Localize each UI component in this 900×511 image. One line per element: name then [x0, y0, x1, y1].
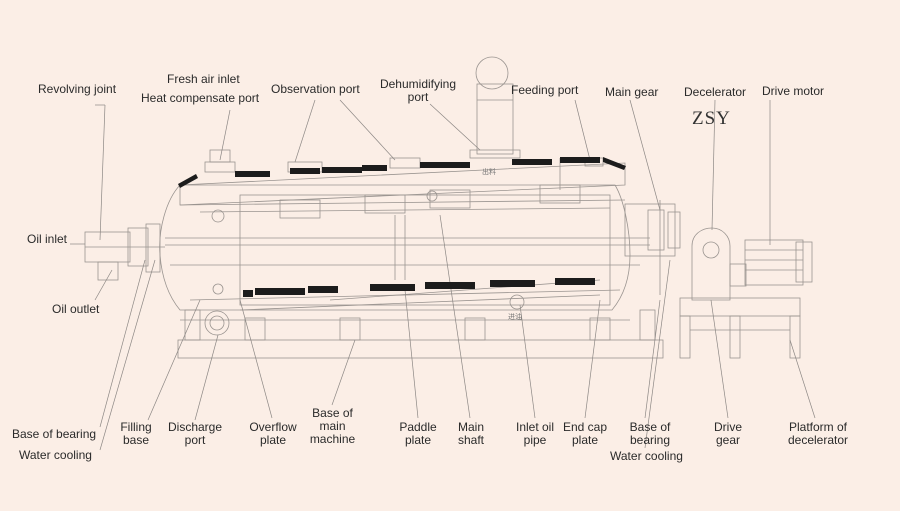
- stamp-bottom: 进油: [508, 313, 522, 321]
- label-paddle-plate: Paddle plate: [399, 420, 437, 447]
- label-water-cooling-right: Water cooling: [610, 449, 683, 463]
- main-body: [159, 162, 650, 336]
- label-main-shaft: Main shaft: [457, 420, 484, 447]
- label-observation-port: Observation port: [271, 82, 360, 96]
- label-end-cap-plate: End cap plate: [562, 420, 608, 447]
- leader-lines: [70, 99, 816, 451]
- label-base-of-main-machine: Base of main machine: [309, 406, 356, 446]
- label-feeding-port: Feeding port: [511, 83, 579, 97]
- top-ports: [204, 149, 604, 190]
- label-platform-of-decelerator: Platform of decelerator: [787, 420, 849, 447]
- paddle-strips: [178, 157, 626, 297]
- left-shaft: [84, 223, 165, 281]
- label-dehumidifying-port: Dehumidifying port: [379, 77, 457, 104]
- label-drive-gear: Drive gear: [713, 420, 742, 447]
- label-main-gear: Main gear: [605, 85, 659, 99]
- label-heat-compensate-port: Heat compensate port: [141, 91, 260, 105]
- brand-mark: ZSY: [692, 108, 731, 129]
- dehumidifying-stack: [469, 56, 521, 159]
- label-inlet-oil-pipe: Inlet oil pipe: [515, 420, 555, 447]
- label-overflow-plate: Overflow plate: [249, 420, 297, 447]
- stamp-top: 出料: [482, 168, 496, 176]
- label-filling-base: Filling base: [120, 420, 152, 447]
- right-drive: [624, 200, 813, 301]
- decelerator-platform: [679, 297, 801, 359]
- label-decelerator: Decelerator: [684, 85, 747, 99]
- label-discharge-port: Discharge port: [167, 420, 223, 447]
- label-drive-motor: Drive motor: [762, 84, 825, 98]
- label-oil-inlet: Oil inlet: [27, 232, 68, 246]
- label-base-of-bearing-left: Base of bearing: [12, 427, 97, 441]
- machine-base: [177, 309, 664, 359]
- label-fresh-air-inlet: Fresh air inlet: [167, 72, 240, 86]
- label-oil-outlet: Oil outlet: [52, 302, 100, 316]
- label-water-cooling-left: Water cooling: [19, 448, 92, 462]
- label-revolving-joint: Revolving joint: [38, 82, 117, 96]
- label-base-of-bearing-right: Base of bearing: [629, 420, 671, 447]
